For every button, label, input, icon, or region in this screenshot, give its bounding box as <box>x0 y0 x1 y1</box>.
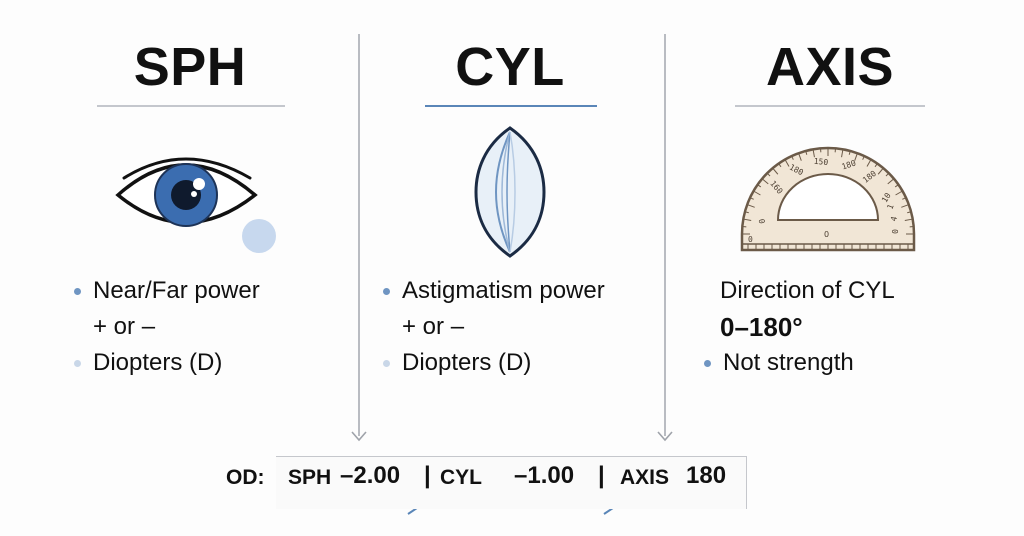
protractor-tick <box>791 155 794 160</box>
prescription-axis-label: AXIS <box>620 466 670 489</box>
prescription-box <box>276 456 747 509</box>
protractor-tick <box>805 150 808 155</box>
prescription-cyl-value: –1.00 <box>514 462 575 489</box>
eye-accent-dot <box>242 219 276 253</box>
list-item: Diopters (D) <box>383 345 605 381</box>
separator-left-arrowhead <box>351 431 367 442</box>
protractor-scale-label: 180 <box>841 158 858 171</box>
protractor-scale-label: 0 <box>757 218 767 224</box>
list-item: + or – <box>93 313 156 340</box>
protractor-tick <box>866 159 872 167</box>
axis-title: AXIS <box>765 37 895 97</box>
protractor-scale-label: 4 <box>889 215 899 222</box>
list-item: Astigmatism power <box>383 273 605 309</box>
bullet-dot <box>74 359 81 367</box>
protractor-tick <box>902 197 907 200</box>
list-item: + or – <box>402 313 465 340</box>
protractor-tick <box>877 167 884 175</box>
separator-left <box>358 34 360 436</box>
protractor-tick <box>784 159 790 167</box>
protractor-scale-label: 0 <box>748 235 753 244</box>
protractor-tick <box>862 155 865 160</box>
protractor-tick <box>854 153 858 161</box>
protractor-tick <box>848 150 851 155</box>
bullet-dot <box>704 359 711 367</box>
protractor-tick <box>753 190 761 196</box>
prescription-axis-value: 180 <box>686 462 727 489</box>
sph-bullet-list: Near/Far power + or – Diopters (D) <box>74 273 260 381</box>
prescription-separator: | <box>424 462 431 489</box>
protractor-tick <box>895 190 903 196</box>
protractor-scale-label: 1 <box>886 203 896 211</box>
protractor-tick <box>907 211 912 214</box>
protractor-tick <box>757 184 762 188</box>
list-item: Diopters (D) <box>74 345 260 381</box>
prescription-eye-label: OD: <box>226 466 265 489</box>
protractor-tick <box>761 178 769 185</box>
axis-title-underline <box>735 105 925 107</box>
cyl-bullet-list: Astigmatism power + or – Diopters (D) <box>383 273 605 381</box>
protractor-scale-label: 10 <box>880 191 893 204</box>
protractor-tick <box>772 167 779 175</box>
bullet-dot <box>383 359 390 367</box>
cyl-title: CYL <box>455 37 565 97</box>
protractor-tick <box>901 204 909 208</box>
protractor-tick <box>766 172 771 177</box>
sph-title: SPH <box>133 37 247 97</box>
protractor-tick <box>749 197 754 200</box>
protractor-tick <box>812 149 815 158</box>
protractor-tick <box>885 172 890 177</box>
protractor-tick <box>887 178 895 185</box>
protractor-tick <box>747 204 755 208</box>
prescription-separator: | <box>598 462 605 489</box>
list-item: Near/Far power <box>74 273 260 309</box>
protractor-tick <box>743 218 752 221</box>
cylindrical-lens-icon <box>474 126 546 258</box>
protractor-tick <box>744 211 749 214</box>
protractor-tick <box>798 153 802 161</box>
bullet-dot <box>74 287 81 295</box>
separator-right-arrowhead <box>657 431 673 442</box>
list-item: Not strength <box>704 345 895 381</box>
prescription-sph-label: SPH <box>288 466 332 489</box>
list-item: Direction of CYL <box>720 277 895 304</box>
list-item: 0–180° <box>720 312 803 342</box>
protractor-tick <box>904 218 913 221</box>
protractor-tick <box>874 163 878 168</box>
protractor-center-label: 0 <box>824 230 829 239</box>
protractor-tick <box>841 149 844 158</box>
cyl-title-underline <box>425 105 597 107</box>
sph-title-underline <box>97 105 285 107</box>
prescription-sph-value: –2.00 <box>340 462 401 489</box>
axis-description: Direction of CYL 0–180° Not strength <box>704 273 895 381</box>
eye-icon <box>115 157 276 253</box>
protractor-tick <box>778 163 782 168</box>
protractor-scale-label: 150 <box>813 157 828 167</box>
separator-right <box>664 34 666 436</box>
protractor-scale-label: 0 <box>891 229 900 234</box>
prescription-cyl-label: CYL <box>440 466 482 489</box>
bullet-dot <box>383 287 390 295</box>
protractor-tick <box>894 184 899 188</box>
